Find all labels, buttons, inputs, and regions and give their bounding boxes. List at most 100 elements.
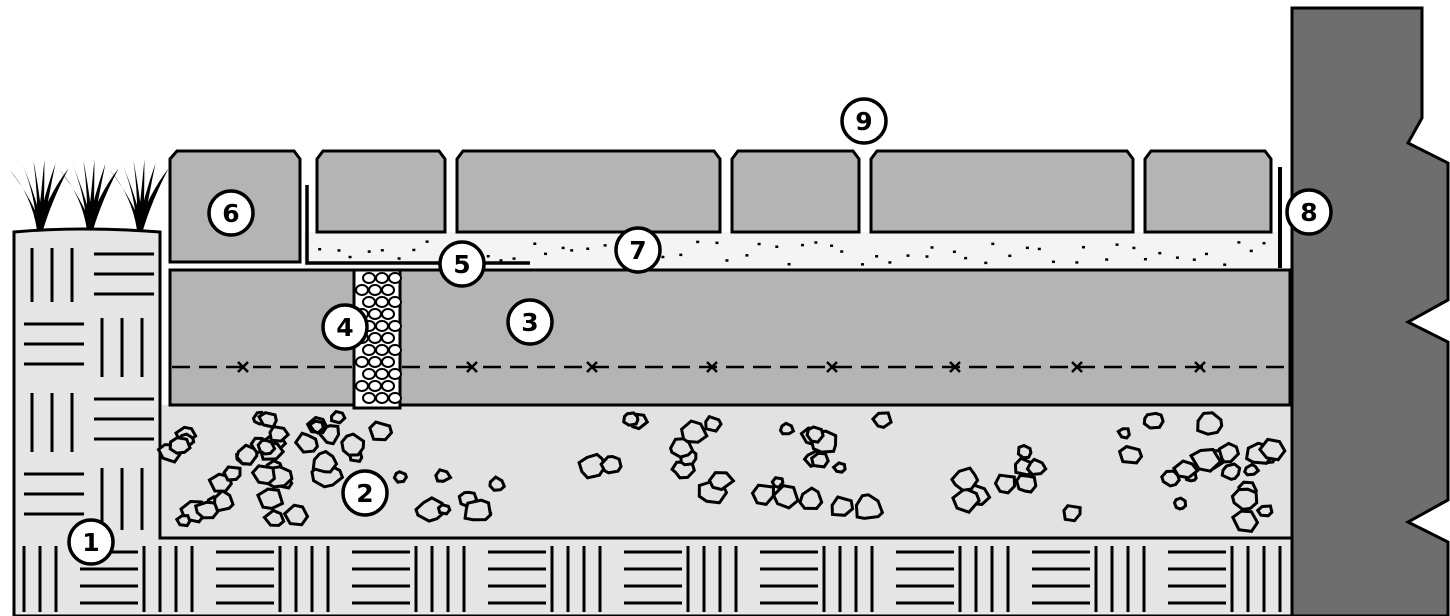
geotextile-x-mark	[586, 361, 598, 373]
paving-slab-3	[730, 149, 861, 234]
geotextile-x-mark	[826, 361, 838, 373]
drainage-pebble	[381, 356, 395, 368]
gravel-stone	[1117, 444, 1144, 465]
gravel-stone	[174, 514, 192, 528]
drainage-pebble	[388, 344, 402, 356]
sand-speck	[1105, 258, 1109, 261]
gravel-stone	[950, 466, 980, 492]
gravel-stone	[1196, 411, 1224, 436]
gravel-stone	[268, 424, 291, 443]
grass-tufts	[9, 159, 169, 230]
gravel-stone	[704, 414, 723, 433]
sand-speck	[875, 255, 879, 258]
geotextile-x-mark	[949, 361, 961, 373]
gravel-stone	[311, 449, 339, 474]
sand-speck	[397, 257, 401, 260]
gravel-stone	[436, 503, 452, 516]
building-wall	[1290, 6, 1450, 616]
callout-4-text: 4	[336, 313, 353, 342]
paving-slab-2	[455, 149, 722, 234]
gravel-stone	[599, 454, 623, 475]
sand-speck	[800, 243, 804, 247]
callout-2-text: 2	[356, 479, 373, 508]
gravel-stone	[1171, 459, 1200, 480]
paving-slab-5	[1143, 149, 1273, 234]
drainage-pebble	[368, 308, 382, 320]
geotextile-line	[172, 361, 1288, 373]
sand-speck	[991, 242, 995, 246]
gravel-stone	[679, 419, 709, 444]
subsoil-hatch-pattern	[22, 248, 1370, 612]
gravel-stone	[770, 476, 785, 490]
gravel-stone	[293, 431, 320, 454]
sand-speck	[425, 240, 429, 243]
gravel-stone	[434, 468, 453, 483]
gravel-stone	[1172, 496, 1188, 511]
callout-4: 4	[321, 303, 369, 351]
grass-tuft	[59, 159, 119, 230]
drainage-pebbles	[355, 272, 402, 404]
drainage-pebble	[375, 272, 389, 284]
gravel-stone	[870, 411, 893, 430]
gravel-stone	[463, 498, 493, 522]
geotextile-x-mark	[1071, 361, 1083, 373]
sand-speck	[840, 250, 844, 253]
callout-1-text: 1	[82, 528, 99, 557]
gravel-stone	[262, 508, 286, 527]
sand-speck	[1075, 261, 1079, 264]
sand-speck	[561, 246, 565, 250]
drainage-pebble	[375, 320, 389, 332]
gravel-stone	[1230, 487, 1259, 511]
gravel-stone	[1255, 504, 1274, 518]
gravel-stone	[414, 496, 447, 523]
gravel-stone	[1016, 443, 1033, 460]
gravel-stone	[168, 436, 192, 455]
sand-speck	[1262, 241, 1266, 245]
drainage-pebble	[375, 368, 389, 380]
gravel-stone	[1062, 504, 1082, 523]
sand-speck	[814, 241, 818, 244]
callout-1: 1	[67, 518, 115, 566]
gravel-stone	[1242, 462, 1261, 477]
sand-speck	[661, 255, 665, 259]
sand-speck	[1051, 260, 1055, 264]
sand-speck	[745, 254, 749, 257]
callout-8: 8	[1285, 188, 1333, 236]
gravel-stone	[1188, 447, 1223, 473]
gravel-stone	[1142, 411, 1165, 430]
gravel-stone	[256, 438, 277, 456]
drainage-pebble	[362, 392, 376, 404]
drainage-pebble	[381, 332, 395, 344]
sand-speck	[1249, 249, 1253, 253]
gravel-stone	[307, 419, 326, 435]
sand-speck	[533, 242, 537, 245]
gravel-stone	[1025, 457, 1048, 477]
drainage-pebble	[381, 284, 395, 296]
sand-speck	[380, 249, 384, 252]
sand-speck	[1025, 246, 1029, 250]
gravel-stone	[1220, 462, 1242, 481]
gravel-stone	[805, 425, 825, 444]
callout-3-text: 3	[521, 308, 538, 337]
drainage-pebble	[368, 332, 382, 344]
callout-8-text: 8	[1300, 198, 1317, 227]
sand-speck	[715, 241, 719, 245]
gravel-stone	[622, 411, 640, 427]
gravel-stone	[1014, 473, 1038, 494]
gravel-stone	[854, 493, 885, 520]
sand-speck	[906, 254, 910, 257]
gravel-stone	[222, 465, 242, 482]
sand-speck	[486, 254, 490, 258]
gravel-stone	[1116, 427, 1131, 440]
gravel-stone	[1230, 509, 1260, 534]
drainage-pebble	[355, 284, 369, 296]
gravel-stone	[798, 486, 824, 511]
sand-speck	[964, 256, 968, 260]
gravel-stone	[778, 421, 796, 436]
sand-speck	[696, 240, 700, 244]
sand-speck	[830, 244, 834, 247]
callout-7: 7	[614, 226, 662, 274]
sand-speck	[1158, 251, 1162, 255]
sand-speck	[337, 249, 341, 252]
